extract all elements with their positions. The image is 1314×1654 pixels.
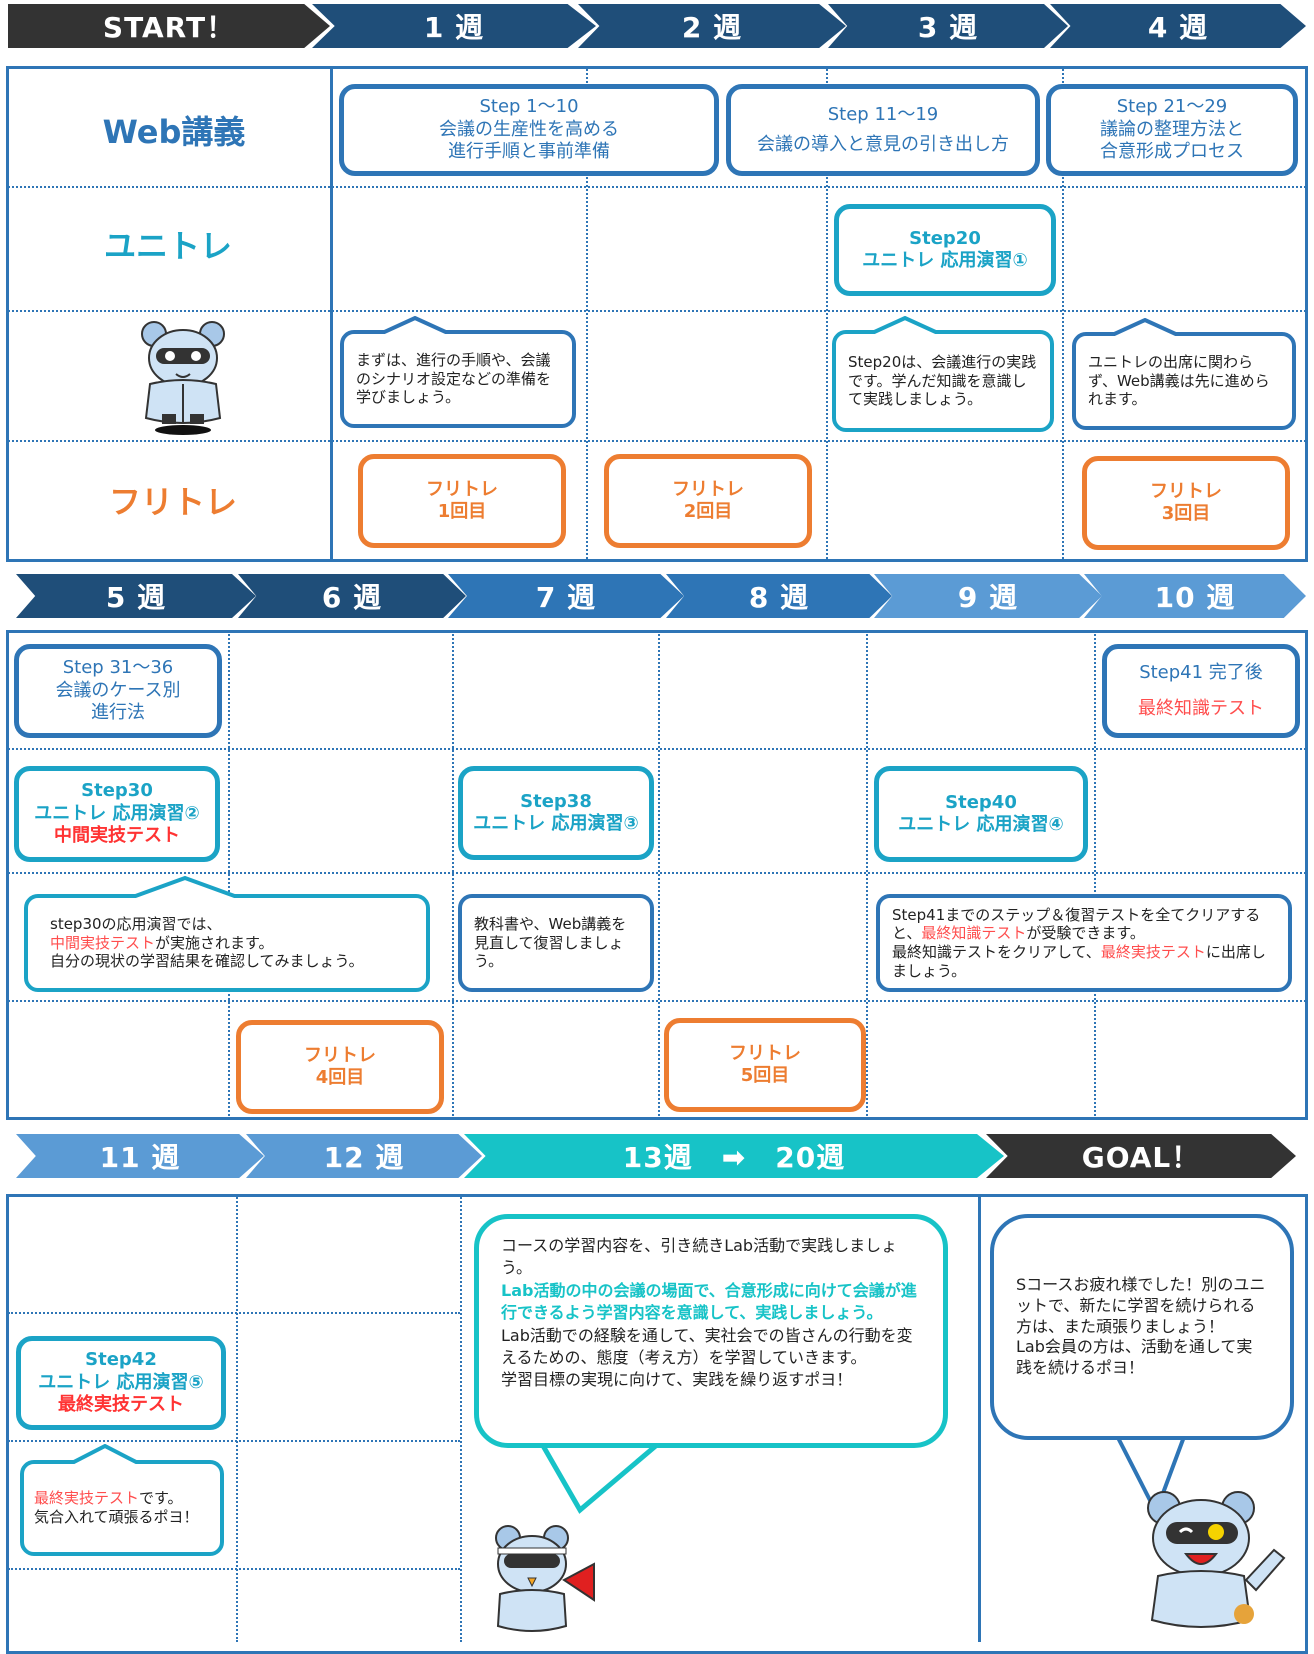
exercise-name: ユニトレ 応用演習③ — [473, 813, 639, 834]
tip-text: ユニトレの出席に関わらず、Web講義は先に進められます。 — [1088, 352, 1270, 409]
week-5-chevron: 5 週 — [16, 574, 256, 618]
test-name: 最終実技テスト — [58, 1394, 184, 1416]
tip-bubble-week3: Step20は、会議進行の実践です。学んだ知識を意識して実践しましょう。 — [832, 330, 1054, 432]
furitre-name: フリトレ — [1150, 480, 1222, 502]
title-line: 進行法 — [91, 702, 145, 724]
web-step-31-36-card[interactable]: Step 31～36 会議のケース別 進行法 — [14, 644, 222, 738]
furitre-count: 4回目 — [315, 1067, 365, 1088]
exercise-name: ユニトレ 応用演習⑤ — [38, 1371, 204, 1393]
week-6-chevron: 6 週 — [238, 574, 466, 618]
week5-10-section — [6, 630, 1308, 1120]
tip-text: Step20は、会議進行の実践です。学んだ知識を意識して実践しましょう。 — [848, 352, 1037, 409]
unitre-step30-card[interactable]: Step30 ユニトレ 応用演習② 中間実技テスト — [14, 766, 220, 862]
step-name: Step40 — [945, 791, 1017, 813]
title-line: 会議の導入と意見の引き出し方 — [757, 134, 1009, 155]
title-line: 議論の整理方法と — [1100, 118, 1244, 140]
furitre-2-card[interactable]: フリトレ 2回目 — [604, 454, 812, 548]
web-lecture-label: Web講義 — [102, 113, 246, 151]
mascot-goal-image — [1134, 1484, 1290, 1634]
furitre-count: 2回目 — [683, 501, 733, 522]
title-line: 会議のケース別 — [55, 679, 181, 701]
tip-text: step30の応用演習では、中間実技テストが実施されます。自分の現状の学習結果を… — [50, 914, 364, 971]
goal-text: Lab会員の方は、活動を通して実践を続けるポヨ！ — [1016, 1337, 1253, 1378]
mascot-megaphone-image — [486, 1520, 604, 1638]
week-2-chevron: 2 週 — [578, 4, 846, 48]
exercise-name: ユニトレ 応用演習④ — [898, 814, 1064, 835]
week-7-chevron: 7 週 — [448, 574, 684, 618]
furitre-count: 5回目 — [740, 1065, 790, 1086]
furitre-1-card[interactable]: フリトレ 1回目 — [358, 454, 566, 548]
lab-text: コースの学習内容を、引き続きLab活動で実践しましょう。 — [501, 1236, 898, 1278]
week-4-chevron: 4 週 — [1050, 4, 1306, 48]
tip-bubble-week5: step30の応用演習では、中間実技テストが実施されます。自分の現状の学習結果を… — [24, 894, 430, 992]
unitre-label: ユニトレ — [103, 227, 232, 265]
week-12-chevron: 12 週 — [246, 1134, 482, 1178]
start-chevron: START！ — [8, 4, 330, 48]
tip-bubble-week4: ユニトレの出席に関わらず、Web講義は先に進められます。 — [1072, 332, 1296, 430]
week-13-20-chevron: 13週 ➡ 20週 — [464, 1134, 1004, 1178]
furitre-5-card[interactable]: フリトレ 5回目 — [664, 1018, 866, 1112]
exercise-name: ユニトレ 応用演習② — [34, 802, 200, 824]
goal-bubble: Sコースお疲れ様でした！別のユニットで、新たに学習を続けられる方は、また頑張りま… — [990, 1214, 1294, 1440]
tip-text: まずは、進行の手順や、会議のシナリオ設定などの準備を学びましょう。 — [356, 350, 552, 407]
step-range: Step 21～29 — [1116, 96, 1228, 118]
week-1-chevron: 1 週 — [312, 4, 596, 48]
step-name: Step20 — [909, 227, 981, 249]
test-name: 最終知識テスト — [1138, 698, 1264, 719]
week-10-chevron: 10 週 — [1084, 574, 1306, 618]
week-11-chevron: 11 週 — [16, 1134, 264, 1178]
title-line: 進行手順と事前準備 — [448, 141, 610, 163]
lab-activity-bubble: コースの学習内容を、引き続きLab活動で実践しましょう。 Lab活動の中の会議の… — [474, 1214, 948, 1448]
furitre-count: 1回目 — [437, 501, 487, 522]
title-line: 合意形成プロセス — [1100, 141, 1244, 163]
step-range: Step 11～19 — [827, 103, 939, 125]
furitre-name: フリトレ — [672, 478, 744, 500]
step-name: Step30 — [81, 780, 153, 802]
lab-text: Lab活動での経験を通して、実社会での皆さんの行動を変えるための、態度（考え方）… — [501, 1325, 913, 1367]
furitre-label: フリトレ — [108, 483, 237, 521]
unitre-step40-card[interactable]: Step40 ユニトレ 応用演習④ — [874, 766, 1088, 862]
exercise-name: ユニトレ 応用演習① — [862, 250, 1028, 271]
week-9-chevron: 9 週 — [874, 574, 1102, 618]
week-3-chevron: 3 週 — [828, 4, 1068, 48]
title-line: 会議の生産性を高める — [439, 118, 619, 140]
web-step-1-10-card[interactable]: Step 1～10 会議の生産性を高める 進行手順と事前準備 — [339, 84, 719, 176]
step-range: Step41 完了後 — [1139, 661, 1263, 683]
tip-text: 教科書や、Web講義を見直して復習しましょう。 — [474, 914, 627, 971]
tip-bubble-week1: まずは、進行の手順や、会議のシナリオ設定などの準備を学びましょう。 — [340, 330, 576, 428]
tip-text: Step41までのステップ＆復習テストを全てクリアすると、最終知識テストが受験で… — [892, 905, 1266, 980]
tip-bubble-week7: 教科書や、Web講義を見直して復習しましょう。 — [458, 894, 654, 992]
web-step-11-19-card[interactable]: Step 11～19 会議の導入と意見の引き出し方 — [726, 84, 1040, 176]
furitre-3-card[interactable]: フリトレ 3回目 — [1082, 456, 1290, 550]
goal-text: Sコースお疲れ様でした！別のユニットで、新たに学習を続けられる方は、また頑張りま… — [1016, 1275, 1266, 1336]
tip-text: 最終実技テストです。気合入れて頑張るポヨ！ — [34, 1489, 199, 1526]
week1-4-section — [6, 66, 1308, 562]
lab-highlight: Lab活動の中の会議の場面で、合意形成に向けて会議が進行できるよう学習内容を意識… — [501, 1280, 917, 1323]
unitre-step20-card[interactable]: Step20 ユニトレ 応用演習① — [834, 204, 1056, 296]
step-name: Step42 — [85, 1349, 157, 1371]
furitre-count: 3回目 — [1161, 503, 1211, 524]
goal-chevron: GOAL！ — [986, 1134, 1296, 1178]
furitre-4-card[interactable]: フリトレ 4回目 — [236, 1020, 444, 1114]
lab-text: 学習目標の実現に向けて、実践を繰り返すポヨ！ — [501, 1370, 853, 1390]
web-step-21-29-card[interactable]: Step 21～29 議論の整理方法と 合意形成プロセス — [1046, 84, 1298, 176]
test-name: 中間実技テスト — [54, 825, 180, 847]
final-knowledge-test-card[interactable]: Step41 完了後 最終知識テスト — [1102, 644, 1300, 738]
furitre-name: フリトレ — [729, 1042, 801, 1064]
furitre-name: フリトレ — [426, 478, 498, 500]
furitre-name: フリトレ — [304, 1044, 376, 1066]
unitre-step42-card[interactable]: Step42 ユニトレ 応用演習⑤ 最終実技テスト — [16, 1336, 226, 1430]
step-name: Step38 — [520, 790, 592, 812]
step-range: Step 31～36 — [62, 657, 174, 679]
week-8-chevron: 8 週 — [666, 574, 892, 618]
tip-bubble-week9: Step41までのステップ＆復習テストを全てクリアすると、最終知識テストが受験で… — [876, 894, 1292, 992]
tip-bubble-week11: 最終実技テストです。気合入れて頑張るポヨ！ — [20, 1460, 224, 1556]
unitre-step38-card[interactable]: Step38 ユニトレ 応用演習③ — [458, 766, 654, 860]
mascot-image — [128, 318, 238, 436]
step-range: Step 1～10 — [479, 96, 579, 118]
